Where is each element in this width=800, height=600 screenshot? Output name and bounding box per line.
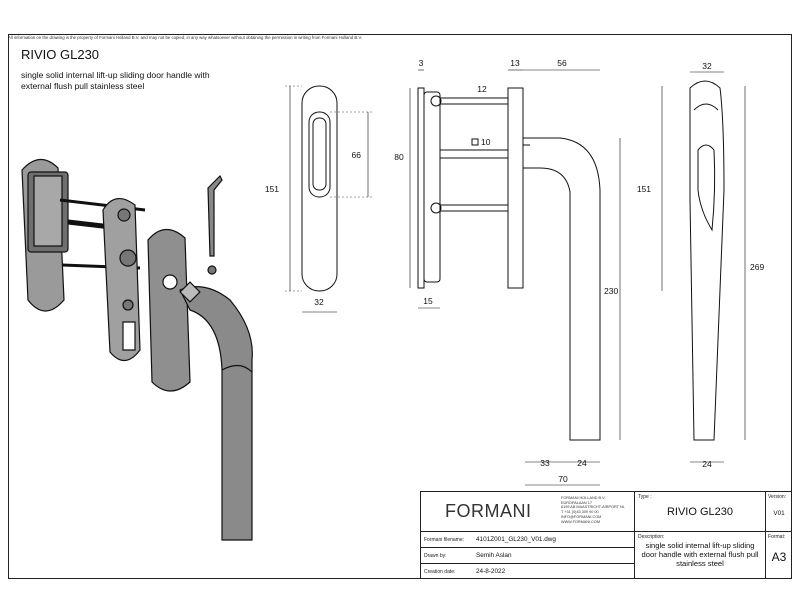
copyright-notice: All information on the drawing is the pr… xyxy=(8,35,363,40)
title-block: FORMANI FORMANI HOLLAND B.V. EUROPALAAN … xyxy=(420,491,792,579)
dim-front-inner: 66 xyxy=(352,150,362,160)
address-line: WWW.FORMANI.COM xyxy=(561,519,601,524)
dim-right-24: 24 xyxy=(702,459,712,469)
description-value: single solid internal lift-up sliding do… xyxy=(641,541,759,568)
drawn-label: Drawn by: xyxy=(424,553,447,559)
dim-side-56: 56 xyxy=(557,58,567,68)
drawn-cell: Drawn by: Semih Aslan xyxy=(421,548,635,564)
address-line: 6199 AB MAASTRICHT-AIRPORT NL xyxy=(561,505,625,510)
type-label: Type : xyxy=(638,494,652,500)
dim-side-24: 24 xyxy=(577,458,587,468)
description-label: Description: xyxy=(638,534,665,540)
version-label: Version: xyxy=(768,494,787,500)
dim-side-3: 3 xyxy=(419,58,424,68)
dim-side-80: 80 xyxy=(394,152,404,162)
company-address: FORMANI HOLLAND B.V. EUROPALAAN 17 6199 … xyxy=(561,496,625,524)
drawing-title: RIVIO GL230 xyxy=(21,47,100,62)
creation-cell: Creation date: 24-8-2022 xyxy=(421,564,635,579)
drawn-value: Semih Aslan xyxy=(476,552,512,559)
dim-right-151: 151 xyxy=(637,184,651,194)
description-cell: Description: single solid internal lift-… xyxy=(635,532,766,579)
version-cell: Version: V01 xyxy=(766,492,792,532)
dim-side-230: 230 xyxy=(604,286,618,296)
format-label: Format: xyxy=(768,534,786,540)
dim-side-15: 15 xyxy=(423,296,433,306)
creation-label: Creation date: xyxy=(424,569,456,575)
dim-side-12: 12 xyxy=(477,84,487,94)
dim-side-33: 33 xyxy=(540,458,550,468)
dim-side-70: 70 xyxy=(558,474,568,484)
address-line: FORMANI HOLLAND B.V. xyxy=(561,496,606,500)
type-value: RIVIO GL230 xyxy=(666,506,734,518)
formani-logo: FORMANI xyxy=(445,501,532,521)
logo-cell: FORMANI FORMANI HOLLAND B.V. EUROPALAAN … xyxy=(421,492,635,532)
format-value: A3 xyxy=(771,550,787,564)
format-cell: Format: A3 xyxy=(766,532,792,579)
address-line: T +31 (0)43 309 90 00 xyxy=(561,510,599,515)
drawing-border xyxy=(8,34,792,579)
address-line: EUROPALAAN 17 xyxy=(561,500,592,505)
filename-value: 4101Z001_GL230_V01.dwg xyxy=(476,536,556,543)
side-view xyxy=(409,69,621,486)
right-view xyxy=(661,71,746,463)
filename-label: Formani filename: xyxy=(424,537,465,543)
front-view xyxy=(285,85,373,313)
drawing-subtitle: single solid internal lift-up sliding do… xyxy=(21,70,210,91)
address-line: INFO@FORMANI.COM xyxy=(561,514,602,519)
dim-right-32: 32 xyxy=(702,61,712,71)
version-value: V01 xyxy=(773,510,785,517)
dim-front-height: 151 xyxy=(265,184,279,194)
dim-side-13: 13 xyxy=(510,58,520,68)
exploded-view xyxy=(21,158,253,541)
dim-front-width: 32 xyxy=(314,297,324,307)
dim-side-square: 10 xyxy=(481,137,491,147)
creation-value: 24-8-2022 xyxy=(476,568,506,575)
filename-cell: Formani filename: 4101Z001_GL230_V01.dwg xyxy=(421,532,635,548)
type-cell: Type : RIVIO GL230 xyxy=(635,492,766,532)
dim-right-269: 269 xyxy=(750,262,764,272)
